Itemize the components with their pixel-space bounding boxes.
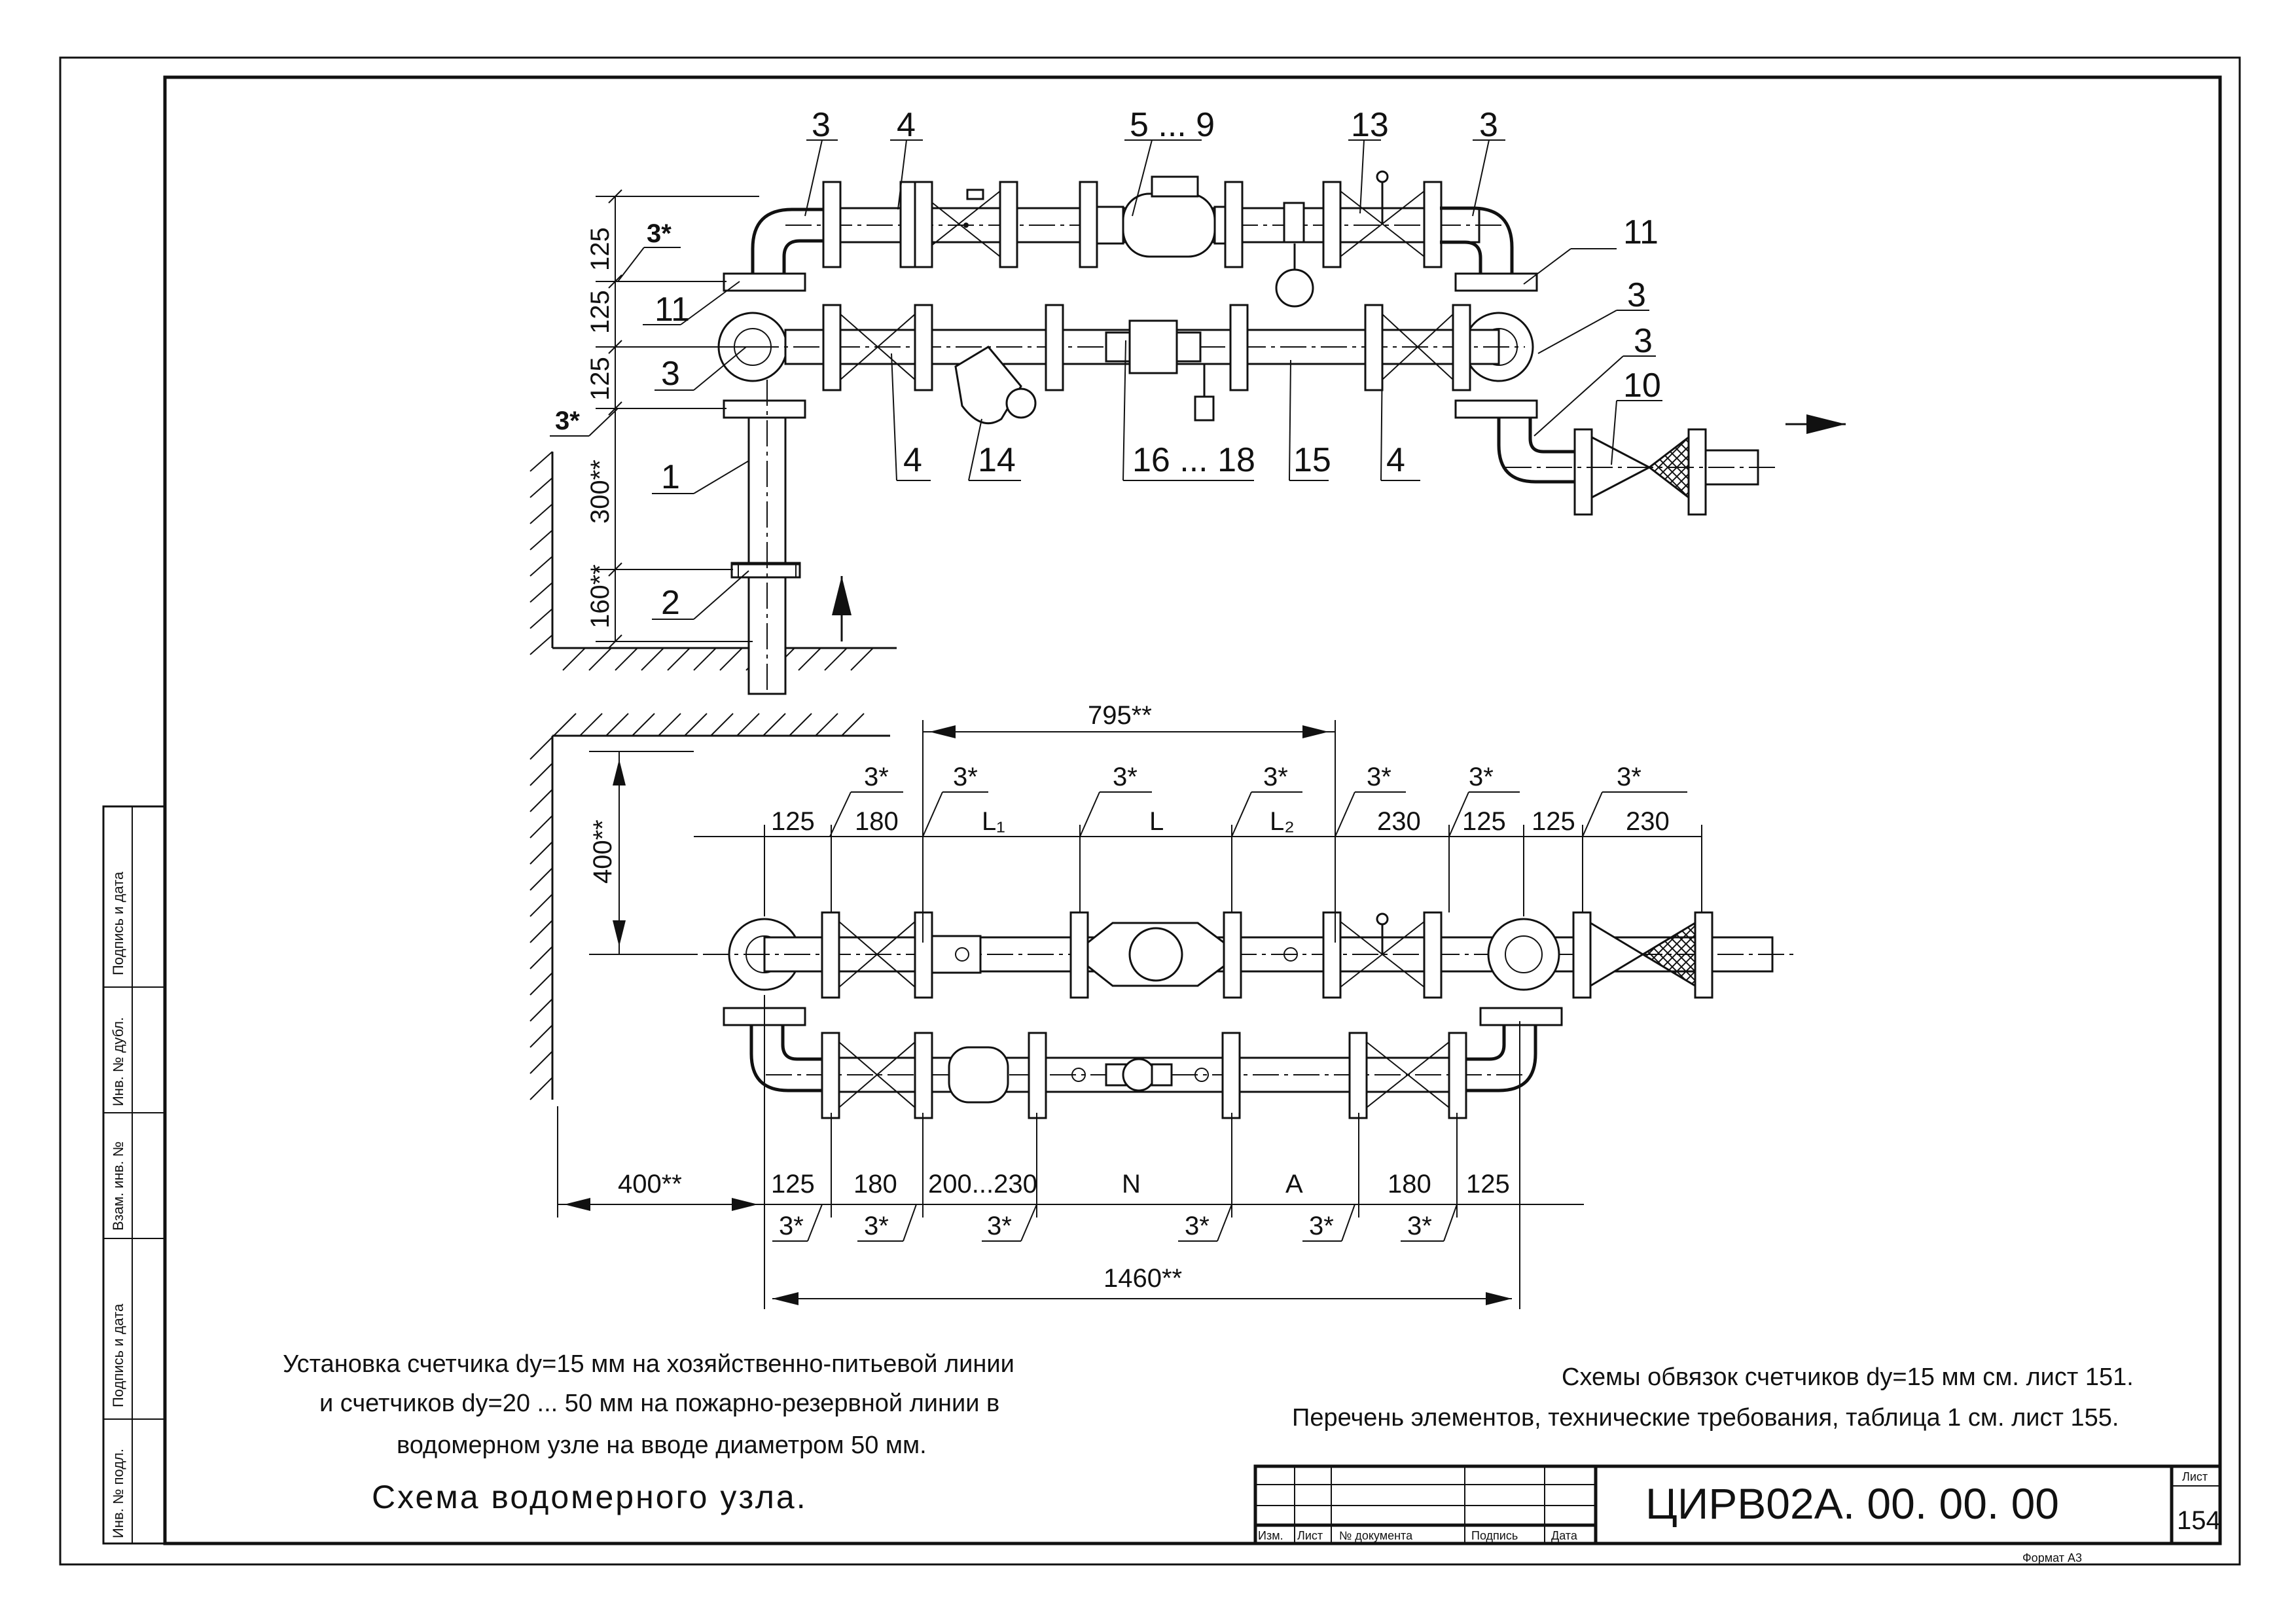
plan-3star-5: 3*: [1367, 763, 1391, 791]
label-3d: 3: [1634, 322, 1653, 360]
plan-3star-6: 3*: [1469, 763, 1494, 791]
label-1: 1: [661, 458, 680, 496]
plan-bot-125b: 125: [1466, 1170, 1510, 1199]
side-stamp: Инв. № подл. Подпись и дата Взам. инв. №…: [102, 805, 166, 1545]
note-line-1: Схемы обвязок счетчиков dy=15 мм см. лис…: [1562, 1363, 2134, 1391]
label-2: 2: [661, 584, 680, 622]
dim-125-a: 125: [586, 227, 615, 271]
plan-bot-1460: 1460**: [1103, 1264, 1182, 1293]
tb-doc-code: ЦИРВ02А. 00. 00. 00: [1645, 1479, 2059, 1528]
label-16-18: 16 ... 18: [1132, 441, 1255, 479]
label-4b: 4: [903, 441, 922, 479]
caption-line-3: водомерном узле на вводе диаметром 50 мм…: [397, 1432, 927, 1459]
side-stamp-2: Подпись и дата: [110, 1303, 126, 1407]
plan-dim-230b: 230: [1626, 807, 1670, 836]
side-stamp-4: Инв. № дубл.: [110, 1017, 126, 1106]
plan-dim-230a: 230: [1377, 807, 1421, 836]
label-15: 15: [1293, 441, 1331, 479]
dim-3star-b: 3*: [555, 406, 580, 435]
plan-bot-200-230: 200...230: [928, 1170, 1037, 1199]
dim-125-c: 125: [586, 357, 615, 401]
plan-3star-2: 3*: [953, 763, 978, 791]
plan-dim-125b: 125: [1462, 807, 1506, 836]
label-5-9: 5 ... 9: [1130, 106, 1215, 144]
plan-dim-L2: L₂: [1270, 807, 1295, 836]
label-10: 10: [1623, 367, 1661, 405]
dim-300: 300**: [586, 460, 615, 524]
plan-bot-3star-6: 3*: [1407, 1212, 1432, 1240]
caption-line-1: Установка счетчика dy=15 мм на хозяйстве…: [283, 1350, 1014, 1378]
wall-hatch-plan: [529, 713, 890, 1100]
plan-dim-125a: 125: [771, 807, 815, 836]
plan-3star-4: 3*: [1263, 763, 1288, 791]
plan-diagram: 795** 400** 125 180 L₁ L L₂ 230 125 125 …: [529, 701, 1793, 1309]
plan-dim-L1: L₁: [982, 807, 1005, 836]
tb-col-izm: Изм.: [1258, 1529, 1283, 1542]
label-3c: 3: [1627, 276, 1646, 314]
plan-3star-1: 3*: [864, 763, 889, 791]
plan-bot-125a: 125: [771, 1170, 815, 1199]
plan-bot-180a: 180: [853, 1170, 897, 1199]
plan-3star-3: 3*: [1113, 763, 1138, 791]
side-stamp-3: Взам. инв. №: [110, 1142, 126, 1231]
label-4a: 4: [897, 106, 916, 144]
inner-frame: [163, 75, 2222, 1545]
title-block: Изм. Лист № документа Подпись Дата ЦИРВ0…: [1253, 1464, 2222, 1564]
note-line-2: Перечень элементов, технические требован…: [1292, 1404, 2119, 1432]
outer-frame: [59, 56, 2241, 1566]
plan-bot-3star-4: 3*: [1185, 1212, 1210, 1240]
tb-col-doc: № документа: [1339, 1529, 1413, 1542]
label-3b: 3: [1479, 106, 1498, 144]
label-14: 14: [978, 441, 1016, 479]
dim-125-b: 125: [586, 290, 615, 334]
plan-dim-180: 180: [855, 807, 899, 836]
wall-hatch-top: [529, 451, 897, 671]
plan-bot-180b: 180: [1388, 1170, 1431, 1199]
dim-795: 795**: [1088, 701, 1152, 730]
tb-col-sign: Подпись: [1471, 1529, 1518, 1542]
dim-3star-a: 3*: [647, 219, 672, 248]
plan-bot-3star-2: 3*: [864, 1212, 889, 1240]
tb-col-date: Дата: [1551, 1529, 1578, 1542]
plan-dim-125c: 125: [1532, 807, 1575, 836]
plan-bot-3star-5: 3*: [1309, 1212, 1334, 1240]
dim-400-vert: 400**: [588, 820, 617, 884]
caption-line-2: и счетчиков dy=20 ... 50 мм на пожарно-р…: [319, 1390, 999, 1417]
tb-sheet-no: 154: [2177, 1506, 2221, 1535]
tb-sheet-label: Лист: [2182, 1470, 2208, 1483]
plan-bot-3star-3: 3*: [987, 1212, 1012, 1240]
label-11a: 11: [655, 291, 690, 329]
dim-160: 160**: [586, 564, 615, 628]
plan-bot-400: 400**: [618, 1170, 682, 1199]
label-4c: 4: [1386, 441, 1405, 479]
plan-bot-N: N: [1122, 1170, 1141, 1199]
side-stamp-5: Подпись и дата: [110, 871, 126, 975]
label-13: 13: [1351, 106, 1389, 144]
side-stamp-1: Инв. № подл.: [110, 1449, 126, 1538]
top-diagram: 3 4 5 ... 9 13 3 11 3 3 10 11 3 1 2 4 14…: [529, 106, 1846, 695]
tb-format: Формат А3: [2022, 1551, 2082, 1564]
label-11b: 11: [1623, 213, 1659, 251]
plan-3star-7: 3*: [1617, 763, 1641, 791]
label-3e: 3: [661, 355, 680, 393]
label-3a: 3: [812, 106, 831, 144]
plan-bot-3star-1: 3*: [779, 1212, 804, 1240]
plan-bot-A: A: [1285, 1170, 1303, 1199]
tb-col-list: Лист: [1297, 1529, 1323, 1542]
drawing-title: Схема водомерного узла.: [372, 1479, 808, 1515]
plan-dim-L: L: [1149, 807, 1164, 836]
